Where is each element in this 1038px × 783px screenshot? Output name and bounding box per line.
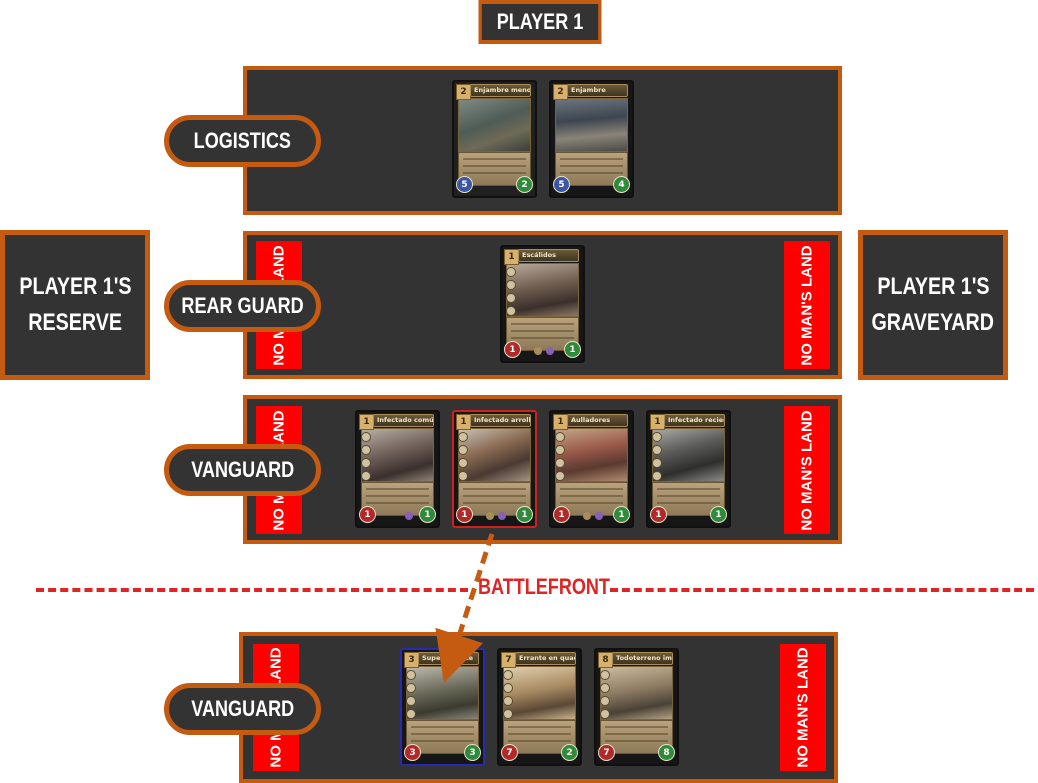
battlefront-line-right xyxy=(610,588,1034,592)
card-right-orb: 4 xyxy=(613,176,630,193)
card-right-orb: 3 xyxy=(464,744,481,761)
card-right-orb: 2 xyxy=(516,176,533,193)
no-mans-land-right: NO MAN'S LAND xyxy=(780,644,826,771)
card-cost: 7 xyxy=(501,652,516,668)
card-stat-icons xyxy=(361,432,371,484)
no-mans-land-right: NO MAN'S LAND xyxy=(784,241,830,369)
zone-label-vanguard-top: VANGUARD xyxy=(164,444,321,496)
card-right-orb: 1 xyxy=(516,506,533,523)
card-vanguard-top-3[interactable]: 1 Aulladores 1 1 xyxy=(549,410,634,528)
card-left-orb: 1 xyxy=(359,506,376,523)
card-cost: 2 xyxy=(456,84,471,100)
card-cost: 8 xyxy=(598,652,613,668)
card-stat-icons xyxy=(600,670,610,722)
zone-label-logistics: LOGISTICS xyxy=(164,115,321,167)
card-art xyxy=(503,666,576,720)
card-stat-icons xyxy=(652,432,662,484)
card-vanguard-top-4[interactable]: 1 Infectado reciente 1 1 xyxy=(646,410,731,528)
card-gem xyxy=(583,512,591,520)
card-logistics-2[interactable]: 2 Enjambre 5 4 xyxy=(549,80,634,198)
card-stat-icons xyxy=(458,432,468,484)
card-art xyxy=(458,98,531,152)
player-title: PLAYER 1 xyxy=(478,0,602,44)
logistics-zone xyxy=(243,66,842,215)
card-left-orb: 7 xyxy=(598,744,615,761)
card-cost: 1 xyxy=(650,414,665,430)
battlefront-label: BATTLEFRONT xyxy=(478,574,610,599)
card-art xyxy=(506,263,579,317)
no-mans-land-right: NO MAN'S LAND xyxy=(784,406,830,534)
zone-label-vanguard-bottom: VANGUARD xyxy=(164,683,321,735)
battlefront-line-left xyxy=(36,588,468,592)
card-left-orb: 5 xyxy=(456,176,473,193)
card-gem xyxy=(405,512,413,520)
card-vanguard-bottom-2[interactable]: 7 Errante en quad 7 2 xyxy=(497,648,582,766)
card-art xyxy=(555,428,628,482)
card-gem xyxy=(534,347,542,355)
player-graveyard[interactable]: PLAYER 1'S GRAVEYARD xyxy=(858,230,1008,380)
card-name: Todoterreno improvisado xyxy=(612,652,673,665)
card-left-orb: 7 xyxy=(501,744,518,761)
card-right-orb: 2 xyxy=(561,744,578,761)
card-name: Superviviente xyxy=(418,652,479,665)
card-cost: 1 xyxy=(359,414,374,430)
card-right-orb: 1 xyxy=(613,506,630,523)
zone-label-rear-guard: REAR GUARD xyxy=(164,280,321,332)
card-cost: 3 xyxy=(404,652,419,668)
card-text xyxy=(406,720,479,754)
card-art xyxy=(406,666,479,720)
card-art xyxy=(652,428,725,482)
card-rear-guard-1[interactable]: 1 Escálidos 1 1 xyxy=(500,245,585,363)
card-left-orb: 5 xyxy=(553,176,570,193)
card-cost: 1 xyxy=(456,414,471,430)
card-art xyxy=(458,428,531,482)
card-left-orb: 1 xyxy=(650,506,667,523)
card-art xyxy=(361,428,434,482)
card-art xyxy=(600,666,673,720)
card-cost: 2 xyxy=(553,84,568,100)
card-name: Infectado arrollador xyxy=(470,414,531,427)
card-left-orb: 3 xyxy=(404,744,421,761)
card-right-orb: 1 xyxy=(419,506,436,523)
card-name: Errante en quad xyxy=(515,652,576,665)
card-art xyxy=(555,98,628,152)
card-stat-icons xyxy=(506,267,516,319)
card-name: Enjambre xyxy=(567,84,628,97)
card-stat-icons xyxy=(555,432,565,484)
card-right-orb: 1 xyxy=(564,341,581,358)
card-vanguard-top-2[interactable]: 1 Infectado arrollador 1 1 xyxy=(452,410,537,528)
card-right-orb: 1 xyxy=(710,506,727,523)
card-left-orb: 1 xyxy=(456,506,473,523)
card-stat-icons xyxy=(503,670,513,722)
card-name: Aulladores xyxy=(567,414,628,427)
card-gem xyxy=(595,512,603,520)
card-name: Enjambre menor xyxy=(470,84,531,97)
card-right-orb: 8 xyxy=(658,744,675,761)
card-vanguard-bottom-3[interactable]: 8 Todoterreno improvisado 7 8 xyxy=(594,648,679,766)
card-stat-icons xyxy=(406,670,416,722)
card-name: Escálidos xyxy=(518,249,579,262)
card-gem xyxy=(498,512,506,520)
card-logistics-1[interactable]: 2 Enjambre menor 5 2 xyxy=(452,80,537,198)
card-name: Infectado reciente xyxy=(664,414,725,427)
card-gem xyxy=(546,347,554,355)
card-gem xyxy=(486,512,494,520)
card-left-orb: 1 xyxy=(553,506,570,523)
vanguard-zone-top xyxy=(243,395,842,544)
player-reserve[interactable]: PLAYER 1'S RESERVE xyxy=(0,230,150,380)
card-cost: 1 xyxy=(504,249,519,265)
card-vanguard-bottom-1[interactable]: 3 Superviviente 3 3 xyxy=(400,648,485,766)
card-name: Infectado común xyxy=(373,414,434,427)
card-cost: 1 xyxy=(553,414,568,430)
card-left-orb: 1 xyxy=(504,341,521,358)
card-vanguard-top-1[interactable]: 1 Infectado común 1 1 xyxy=(355,410,440,528)
